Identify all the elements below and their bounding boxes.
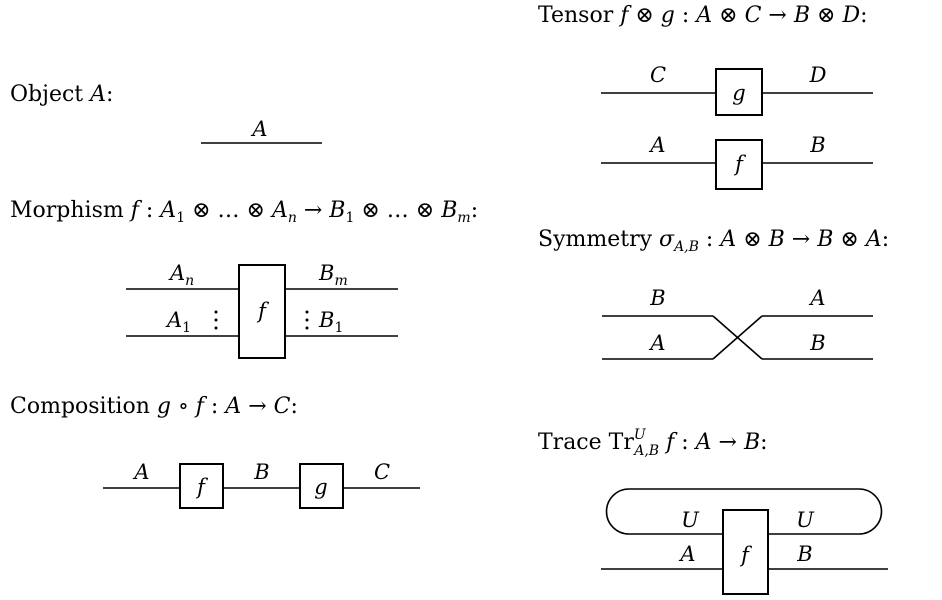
symmetry-caption: Symmetry σA,B : A ⊗ B → B ⊗ A: <box>538 227 889 255</box>
composition-box-g-label: g <box>314 475 327 499</box>
morphism-box-f <box>238 264 286 359</box>
symmetry-cross-up <box>712 315 763 360</box>
symmetry-section: Symmetry σA,B : A ⊗ B → B ⊗ A: B A A B <box>538 227 889 360</box>
composition-section: Composition g ∘ f : A → C: f g A B C <box>10 394 420 509</box>
tensor-box-f-label: f <box>733 152 746 176</box>
composition-caption: Composition g ∘ f : A → C: <box>10 394 298 419</box>
tensor-wire-d-label: D <box>809 63 827 87</box>
tensor-wire-c-label: C <box>650 63 666 87</box>
tensor-section: Tensor f ⊗ g : A ⊗ C → B ⊗ D: g C D f A … <box>538 3 873 190</box>
morphism-right-vdots <box>305 310 309 330</box>
trace-label-u-left: U <box>681 508 700 532</box>
symmetry-label-a-out: A <box>808 286 825 310</box>
morphism-wire-bm-label: Bm <box>318 261 348 289</box>
morphism-section: Morphism f : A1 ⊗ … ⊗ An → B1 ⊗ … ⊗ Bm: … <box>10 198 478 359</box>
composition-box-g <box>299 463 344 509</box>
composition-wire-c-label: C <box>374 460 390 484</box>
object-wire-label: A <box>250 117 267 141</box>
trace-label-b: B <box>796 542 812 566</box>
symmetry-label-b-in: B <box>649 286 665 310</box>
morphism-wire-a1-label: A1 <box>165 308 191 336</box>
trace-box-f <box>722 509 769 595</box>
morphism-caption: Morphism f : A1 ⊗ … ⊗ An → B1 ⊗ … ⊗ Bm: <box>10 198 478 226</box>
tensor-caption: Tensor f ⊗ g : A ⊗ C → B ⊗ D: <box>538 3 868 28</box>
tensor-wire-a-label: A <box>648 133 665 157</box>
morphism-left-vdots <box>214 310 218 330</box>
composition-box-f-label: f <box>195 475 208 499</box>
morphism-wire-an-label: An <box>168 261 194 289</box>
object-caption: Object A: <box>10 82 113 107</box>
tensor-box-g <box>715 68 763 116</box>
symmetry-label-a-in: A <box>648 331 665 355</box>
tensor-box-f <box>715 139 763 190</box>
symmetry-label-b-out: B <box>809 331 825 355</box>
object-section: Object A: A <box>10 82 322 144</box>
composition-wire-a-label: A <box>132 460 149 484</box>
trace-label-u-right: U <box>796 508 815 532</box>
trace-label-a: A <box>678 542 695 566</box>
morphism-wire-b1-label: B1 <box>318 308 343 336</box>
trace-box-f-label: f <box>739 543 752 567</box>
composition-box-f <box>179 463 224 509</box>
morphism-box-f-label: f <box>256 299 269 323</box>
tensor-box-g-label: g <box>732 81 745 105</box>
composition-wire-b-label: B <box>253 460 269 484</box>
trace-loop-wire <box>605 488 883 535</box>
tensor-wire-b-label: B <box>809 133 825 157</box>
